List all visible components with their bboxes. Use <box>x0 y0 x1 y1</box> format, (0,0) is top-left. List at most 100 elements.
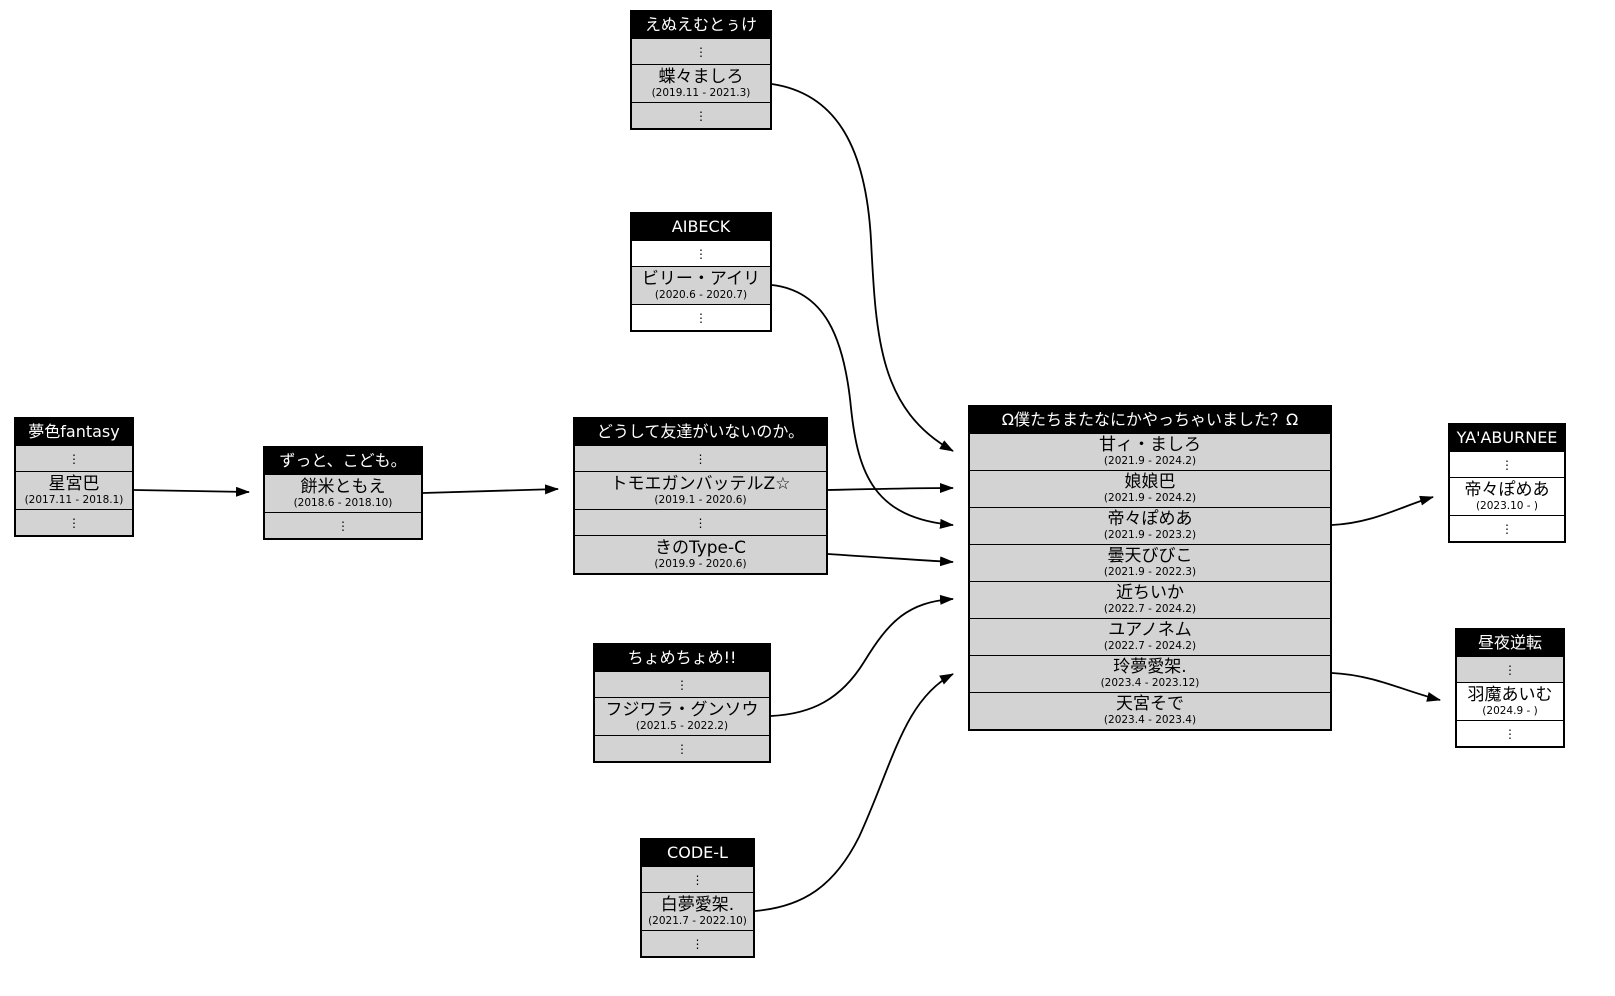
edge-mochigome-to-tomoeganbatteru <box>422 484 559 495</box>
member-name: 近ちいか <box>1116 583 1184 604</box>
edge-hakumu-aika-to-reimu-aika <box>754 673 954 912</box>
member-name: フジワラ・グンソウ <box>605 699 759 720</box>
vertical-ellipsis-icon: ⋮ <box>676 677 688 692</box>
member-name: 帝々ぽめあ <box>1464 479 1550 500</box>
member-dates: (2021.9 - 2024.2) <box>1103 492 1197 504</box>
member-name: 曇天びびこ <box>1107 546 1193 567</box>
vertical-ellipsis-icon: ⋮ <box>1501 521 1513 536</box>
member-dates: (2021.9 - 2022.3) <box>1103 566 1197 578</box>
edge-billie-airi-to-teitei-pomea <box>771 284 954 529</box>
group-title: Ω僕たちまたなにかやっちゃいました？Ω <box>970 407 1330 433</box>
ellipsis-row: ⋮ <box>575 445 826 471</box>
member-dates: (2021.9 - 2023.2) <box>1103 529 1197 541</box>
ellipsis-row: ⋮ <box>595 735 769 761</box>
ellipsis-row: ⋮ <box>16 445 132 471</box>
member-row: 星宮巴 (2017.11 - 2018.1) <box>16 471 132 509</box>
member-name: 蝶々ましろ <box>658 66 744 87</box>
ellipsis-row: ⋮ <box>1457 720 1563 746</box>
member-row: 天宮そで (2023.4 - 2023.4) <box>970 692 1330 729</box>
member-dates: (2021.9 - 2024.2) <box>1103 455 1197 467</box>
ellipsis-row: ⋮ <box>632 240 770 266</box>
vertical-ellipsis-icon: ⋮ <box>676 741 688 756</box>
vertical-ellipsis-icon: ⋮ <box>691 872 704 887</box>
vertical-ellipsis-icon: ⋮ <box>691 936 704 951</box>
member-name: 甘ィ・ましろ <box>1099 435 1201 456</box>
member-name: 玲夢愛架. <box>1113 657 1187 678</box>
member-dates: (2019.1 - 2020.6) <box>654 493 747 506</box>
member-row: ビリー・アイリ (2020.6 - 2020.7) <box>632 266 770 304</box>
member-row: きのType-C (2019.9 - 2020.6) <box>575 535 826 573</box>
vertical-ellipsis-icon: ⋮ <box>695 44 707 59</box>
group-box-chomechome: ちょめちょめ!! ⋮ フジワラ・グンソウ (2021.5 - 2022.2) ⋮ <box>593 643 771 763</box>
vertical-ellipsis-icon: ⋮ <box>1504 726 1516 741</box>
group-title: ちょめちょめ!! <box>595 645 769 671</box>
ellipsis-row: ⋮ <box>642 866 753 892</box>
group-box-yumeiro-fantasy: 夢色fantasy ⋮ 星宮巴 (2017.11 - 2018.1) ⋮ <box>14 417 134 537</box>
vertical-ellipsis-icon: ⋮ <box>68 515 80 530</box>
edge-fujiwara-gunsou-to-kon-chiika <box>770 594 954 717</box>
vertical-ellipsis-icon: ⋮ <box>68 451 80 466</box>
group-box-aibeck: AIBECK ⋮ ビリー・アイリ (2020.6 - 2020.7) ⋮ <box>630 212 772 332</box>
member-dates: (2022.7 - 2024.2) <box>1103 603 1197 615</box>
member-row: ユアノネム (2022.7 - 2024.2) <box>970 618 1330 655</box>
member-name: 帝々ぽめあ <box>1107 509 1193 530</box>
ellipsis-row: ⋮ <box>632 38 770 64</box>
edge-tomoeganbatteru-to-nyannyan-tomoe <box>827 483 954 494</box>
member-row: 娘娘巴 (2021.9 - 2024.2) <box>970 470 1330 507</box>
member-dates: (2024.9 - ) <box>1482 704 1538 717</box>
member-dates: (2022.7 - 2024.2) <box>1103 640 1197 652</box>
ellipsis-row: ⋮ <box>1450 451 1564 477</box>
ellipsis-row: ⋮ <box>16 509 132 535</box>
member-dates: (2023.4 - 2023.12) <box>1100 677 1200 689</box>
group-title: ずっと、こども。 <box>265 448 421 474</box>
member-row: 玲夢愛架. (2023.4 - 2023.12) <box>970 655 1330 692</box>
ellipsis-row: ⋮ <box>1450 515 1564 541</box>
member-name: 娘娘巴 <box>1124 472 1176 493</box>
member-name: ビリー・アイリ <box>641 268 761 289</box>
member-dates: (2020.6 - 2020.7) <box>654 288 748 301</box>
member-name: トモエガンバッテルZ☆ <box>610 473 791 494</box>
group-box-chuya-gyakuten: 昼夜逆転 ⋮ 羽魔あいむ (2024.9 - ) ⋮ <box>1455 628 1565 748</box>
ellipsis-row: ⋮ <box>642 930 753 956</box>
member-dates: (2021.7 - 2022.10) <box>648 914 747 927</box>
member-dates: (2018.6 - 2018.10) <box>293 496 393 509</box>
ellipsis-row: ⋮ <box>265 512 421 538</box>
member-name: 餅米ともえ <box>300 476 386 497</box>
edge-reimu-aika-to-chuyagyakuten <box>1331 672 1441 702</box>
vertical-ellipsis-icon: ⋮ <box>694 515 707 530</box>
member-row: フジワラ・グンソウ (2021.5 - 2022.2) <box>595 697 769 735</box>
group-box-omega-bokutachi: Ω僕たちまたなにかやっちゃいました？Ω 甘ィ・ましろ (2021.9 - 202… <box>968 405 1332 731</box>
edge-kino-typec-to-donten-bibiko <box>827 553 954 567</box>
member-name: 星宮巴 <box>48 473 100 494</box>
member-name: きのType-C <box>654 537 747 558</box>
group-box-doushite-tomodachi: どうして友達がいないのか。 ⋮ トモエガンバッテルZ☆ (2019.1 - 20… <box>573 417 828 575</box>
member-name: ユアノネム <box>1108 620 1192 641</box>
member-dates: (2023.10 - ) <box>1475 499 1539 512</box>
group-title: どうして友達がいないのか。 <box>575 419 826 445</box>
ellipsis-row: ⋮ <box>632 304 770 330</box>
vertical-ellipsis-icon: ⋮ <box>695 310 707 325</box>
member-dates: (2019.9 - 2020.6) <box>654 557 747 570</box>
group-title: えぬえむとぅけ <box>632 12 770 38</box>
member-row: 蝶々ましろ (2019.11 - 2021.3) <box>632 64 770 102</box>
group-title: AIBECK <box>632 214 770 240</box>
group-title: 夢色fantasy <box>16 419 132 445</box>
member-row: トモエガンバッテルZ☆ (2019.1 - 2020.6) <box>575 471 826 509</box>
vertical-ellipsis-icon: ⋮ <box>695 246 707 261</box>
ellipsis-row: ⋮ <box>595 671 769 697</box>
vertical-ellipsis-icon: ⋮ <box>337 518 349 533</box>
group-title: CODE-L <box>642 840 753 866</box>
group-box-zutto-kodomo: ずっと、こども。 餅米ともえ (2018.6 - 2018.10) ⋮ <box>263 446 423 540</box>
member-row: 餅米ともえ (2018.6 - 2018.10) <box>265 474 421 512</box>
group-box-enuemutuke: えぬえむとぅけ ⋮ 蝶々ましろ (2019.11 - 2021.3) ⋮ <box>630 10 772 130</box>
edge-hoshimiya-to-mochigome <box>133 486 250 497</box>
member-dates: (2019.11 - 2021.3) <box>651 86 751 99</box>
member-row: 白夢愛架. (2021.7 - 2022.10) <box>642 892 753 930</box>
group-box-yaaburnee: YA'ABURNEE ⋮ 帝々ぽめあ (2023.10 - ) ⋮ <box>1448 423 1566 543</box>
group-title: YA'ABURNEE <box>1450 425 1564 451</box>
member-dates: (2017.11 - 2018.1) <box>24 493 124 506</box>
member-row: 曇天びびこ (2021.9 - 2022.3) <box>970 544 1330 581</box>
member-row: 甘ィ・ましろ (2021.9 - 2024.2) <box>970 433 1330 470</box>
